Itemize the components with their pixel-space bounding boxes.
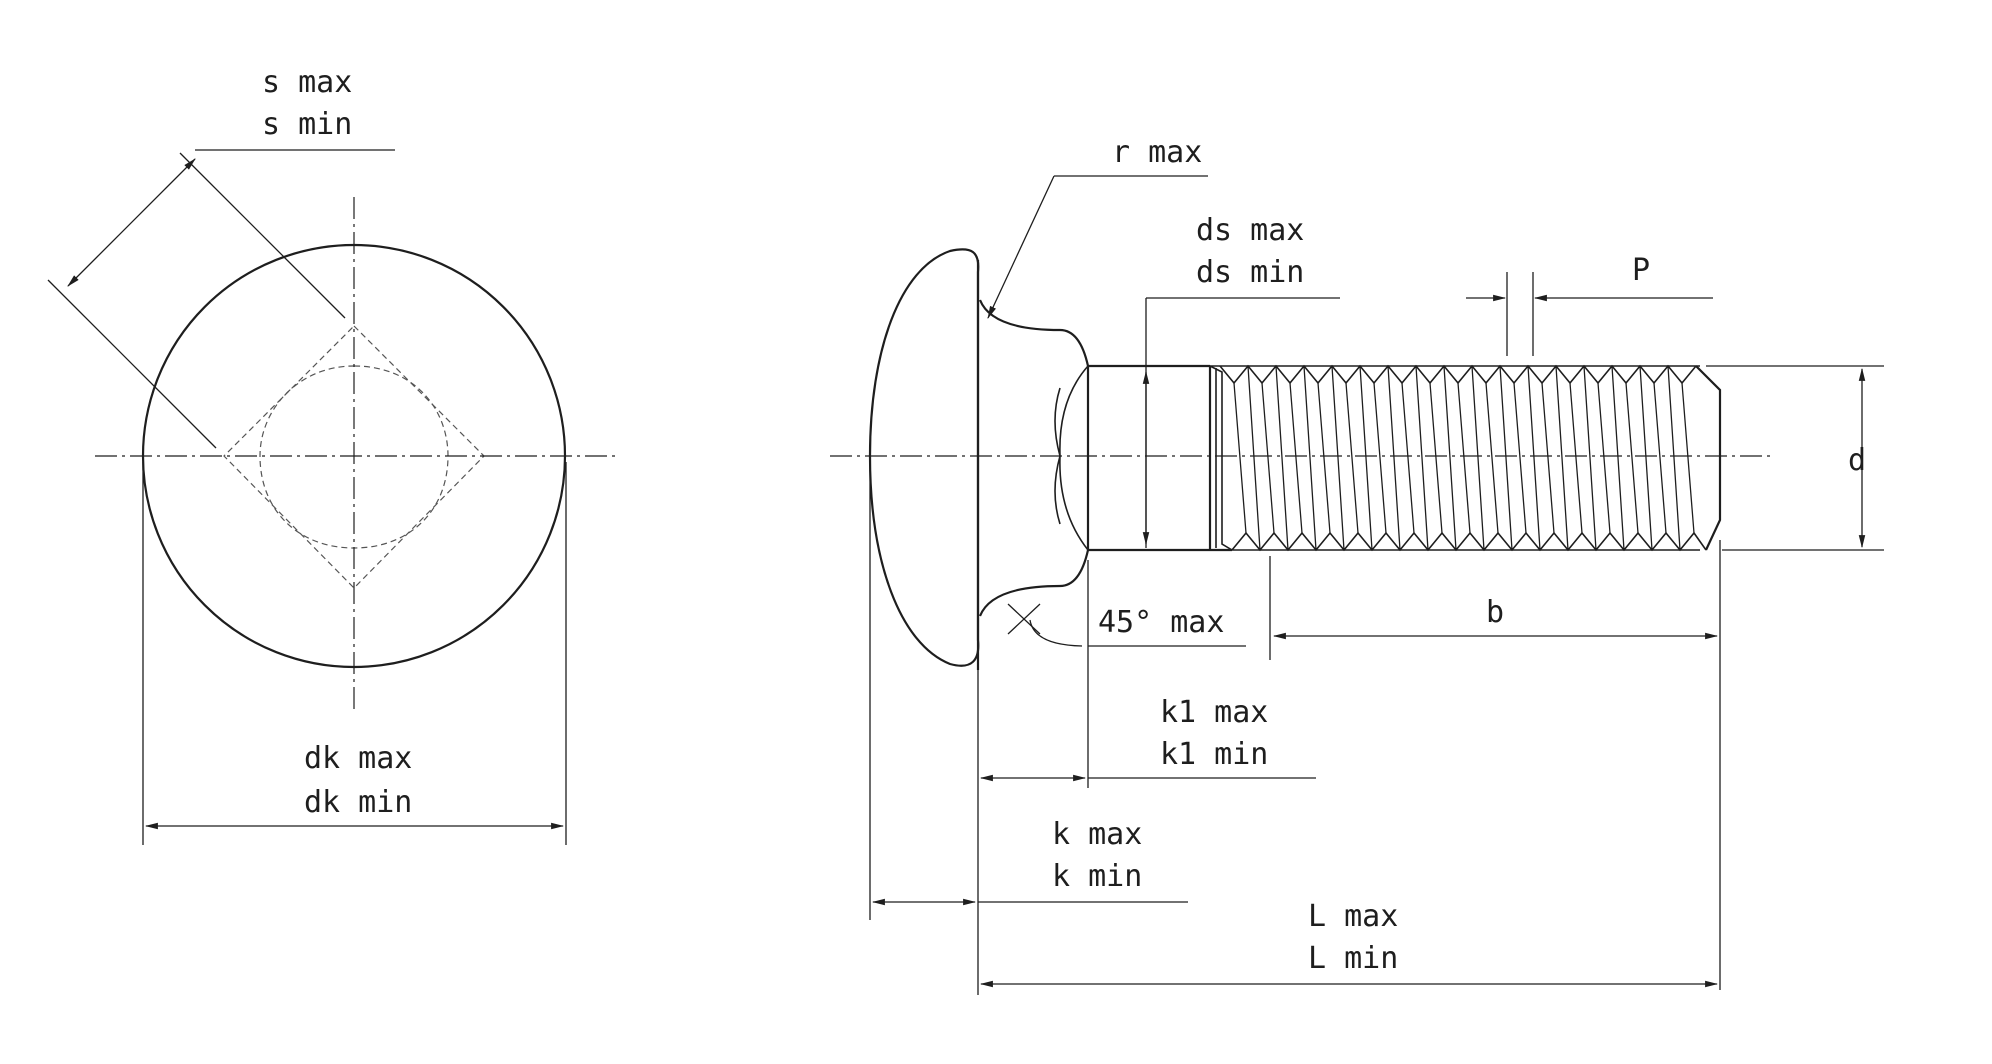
angle-label: 45° max <box>1098 605 1224 640</box>
k1-min-label: k1 min <box>1160 737 1268 772</box>
b-dimension: b <box>1269 540 1721 990</box>
s-min-label: s min <box>262 107 352 142</box>
square-neck-outline <box>978 299 1090 617</box>
k-max-label: k max <box>1052 817 1142 852</box>
ds-min-label: ds min <box>1196 255 1304 290</box>
square-neck-curves <box>1054 365 1089 551</box>
k1-dimension: k1 max k1 min <box>979 560 1316 788</box>
d-dimension: d <box>1706 365 1884 551</box>
dk-max-label: dk max <box>304 741 412 776</box>
k1-max-label: k1 max <box>1160 695 1268 730</box>
bolt-end-chamfer <box>1695 365 1722 551</box>
ds-dimension: ds max ds min <box>1142 213 1340 548</box>
l-max-label: L max <box>1308 899 1398 934</box>
l-dimension: L max L min <box>979 899 1719 988</box>
s-max-label: s max <box>262 65 352 100</box>
side-view: r max ds max ds min P d <box>830 135 1884 995</box>
pitch-label: P <box>1632 253 1650 288</box>
dk-min-label: dk min <box>304 785 412 820</box>
shank-outline <box>1088 364 1232 552</box>
r-max-label: r max <box>1112 135 1202 170</box>
top-view: s max s min dk max dk min <box>47 65 618 845</box>
ds-max-label: ds max <box>1196 213 1304 248</box>
k-min-label: k min <box>1052 859 1142 894</box>
thread-top-profile <box>1219 364 1697 385</box>
r-max-dimension: r max <box>987 135 1208 319</box>
thread-bottom-profile <box>1231 531 1707 552</box>
b-label: b <box>1486 595 1504 630</box>
l-min-label: L min <box>1308 941 1398 976</box>
s-dimension: s max s min <box>47 65 395 449</box>
dome-head-outline <box>868 248 980 667</box>
k-dimension: k max k min <box>869 470 1188 995</box>
thread-flank-lines <box>1233 365 1695 551</box>
dk-dimension: dk max dk min <box>142 462 567 845</box>
d-label: d <box>1848 443 1866 478</box>
pitch-dimension: P <box>1466 253 1713 356</box>
thread-runout <box>1209 365 1233 551</box>
square-neck-hidden-outline <box>223 325 485 589</box>
angle-dimension: 45° max <box>1007 603 1246 647</box>
